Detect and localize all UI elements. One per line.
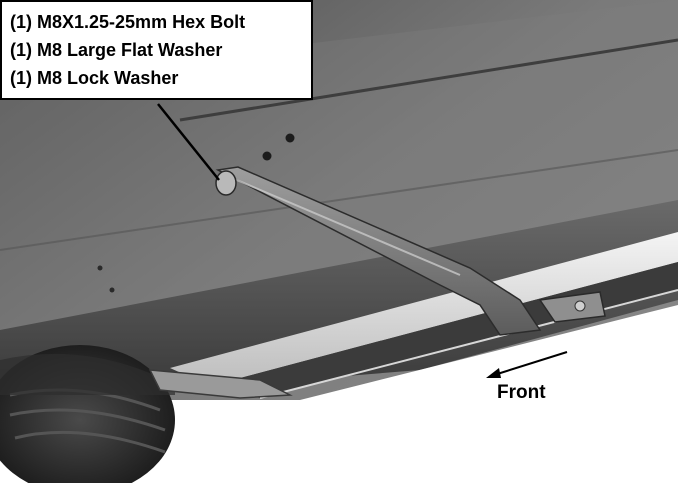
bolt-head bbox=[215, 170, 237, 196]
tire-tread bbox=[9, 408, 166, 432]
hardware-callout-box: (1) M8X1.25-25mm Hex Bolt (1) M8 Large F… bbox=[0, 0, 313, 100]
wheel-well bbox=[0, 353, 175, 395]
support-bar-highlight bbox=[224, 174, 461, 276]
mount-hole bbox=[109, 287, 115, 293]
running-board-rail-lower bbox=[210, 262, 678, 398]
leader-line-icon bbox=[157, 103, 220, 181]
mount-hole bbox=[285, 133, 295, 143]
tire-tread bbox=[14, 430, 166, 454]
running-board-rail bbox=[170, 232, 678, 386]
front-bracket bbox=[148, 369, 293, 399]
callout-flat-washer: (1) M8 Large Flat Washer bbox=[10, 40, 223, 60]
underbody-seam-2 bbox=[0, 149, 678, 251]
rocker-panel bbox=[0, 200, 678, 392]
rear-bracket bbox=[538, 291, 606, 323]
underbody-seam bbox=[179, 38, 678, 122]
callout-lock-washer: (1) M8 Lock Washer bbox=[10, 68, 179, 88]
mount-hole bbox=[262, 151, 272, 161]
bracket-bolt bbox=[574, 300, 586, 312]
mount-hole bbox=[97, 265, 103, 271]
callout-hex-bolt: (1) M8X1.25-25mm Hex Bolt bbox=[10, 12, 246, 32]
running-board-edge bbox=[259, 289, 678, 399]
front-arrow-icon bbox=[486, 351, 568, 378]
front-direction-label: Front bbox=[497, 382, 546, 403]
support-bar bbox=[215, 166, 542, 336]
